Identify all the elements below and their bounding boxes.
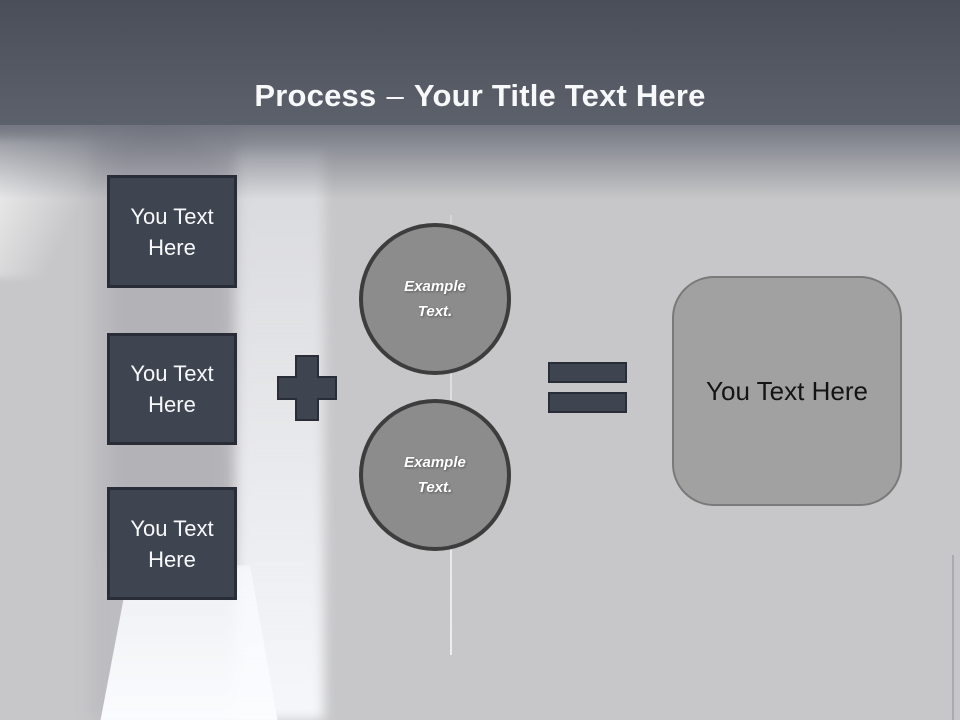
plus-icon[interactable] [277,355,337,421]
result-box[interactable]: You Text Here [672,276,902,506]
input-box-3-label: You Text Here [130,515,214,572]
input-box-2-label: You Text Here [130,361,214,417]
title-rest: Your Title Text Here [413,77,706,113]
equals-icon[interactable] [548,362,627,413]
example-circle-2-label: Example Text. [404,454,466,496]
example-circle-1[interactable]: Example Text. [359,223,511,375]
title-keyword: Process [254,77,377,113]
title-separator: – [386,77,404,113]
example-circle-2[interactable]: Example Text. [359,399,511,551]
input-box-2[interactable]: You Text Here [107,333,237,445]
equals-top-bar [548,362,627,383]
header-band [0,0,960,125]
slide-title[interactable]: Process–Your Title Text Here [0,73,960,119]
background-right-edge-line [952,555,954,720]
input-box-1-label: You Text Here [130,203,214,260]
input-box-3[interactable]: You Text Here [107,487,237,600]
result-box-label: You Text Here [706,375,868,406]
example-circle-1-label: Example Text. [404,278,466,320]
equals-bottom-bar [548,392,627,413]
input-box-1[interactable]: You Text Here [107,175,237,288]
